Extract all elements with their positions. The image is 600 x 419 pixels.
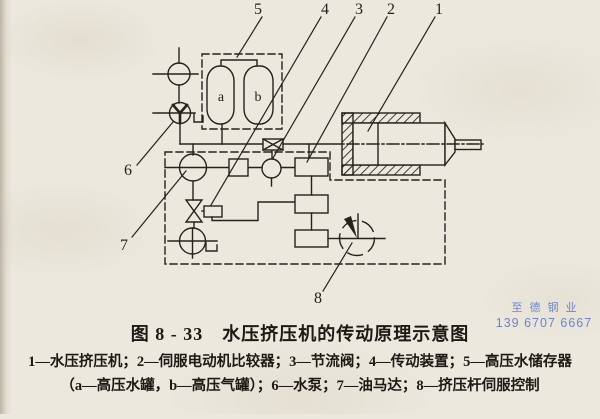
accumulator-dashed-box [201, 53, 283, 130]
accumulator-group: a b [201, 53, 283, 130]
callout-6: 6 [124, 162, 132, 179]
water-tank-vessel [206, 65, 235, 125]
comparator-box-2 [294, 194, 329, 214]
callout-2: 2 [387, 1, 395, 18]
water-pump-unit [152, 47, 204, 125]
oil-branch [167, 180, 296, 259]
callout-numbers: 5 4 3 2 1 6 7 8 [120, 1, 443, 307]
callout-lines [131, 16, 436, 292]
extrusion-rod [454, 139, 482, 151]
drain-symbol [193, 113, 204, 123]
callout-7: 7 [120, 237, 128, 254]
valve-upper-triangle [184, 199, 204, 213]
drain-symbol-2 [205, 242, 218, 252]
vessel-label-b: b [255, 90, 262, 105]
container-top-wall [341, 112, 421, 124]
container-bottom-wall [341, 164, 421, 176]
callout-3: 3 [355, 1, 363, 18]
valve-lower-triangle [184, 209, 204, 223]
hydraulic-unit-dashed-box [164, 151, 446, 265]
figure-legend-line1: 1—水压挤压机；2—伺服电动机比较器；3—节流阀；4—传动装置；5—高压水储存器 [28, 354, 572, 370]
watermark-company: 至德钢业 [511, 302, 584, 314]
pump-vanes [171, 103, 189, 125]
vessel-label-a: a [218, 90, 225, 105]
watermark: 至德钢业 139 6707 6667 [492, 302, 596, 331]
callout-5: 5 [254, 1, 262, 18]
servo-comparator-stack [294, 157, 341, 248]
vessel-bracket [220, 59, 258, 67]
ram-servo-control-symbol [338, 213, 386, 257]
figure-legend-line2: （a—高压水罐，b—高压气罐）；6—水泵；7—油马达；8—挤压杆伺服控制 [60, 378, 540, 394]
throttle-valve-symbol [203, 205, 223, 218]
watermark-phone: 139 6707 6667 [495, 315, 593, 330]
throttle-circle-symbol [261, 158, 282, 179]
callout-8: 8 [314, 290, 322, 307]
line-valve-symbol [262, 138, 284, 151]
servo-wedge [344, 216, 357, 238]
press-assembly [341, 112, 484, 176]
transmission-device-symbol [228, 158, 249, 177]
figure-title: 图 8 - 33 水压挤压机的传动原理示意图 [130, 324, 470, 344]
pilot-line [211, 201, 296, 222]
transmission-chain [164, 153, 296, 187]
callout-1: 1 [435, 1, 443, 18]
comparator-box-1 [294, 157, 329, 177]
callout-4: 4 [321, 1, 329, 18]
comparator-box-3 [294, 229, 329, 248]
